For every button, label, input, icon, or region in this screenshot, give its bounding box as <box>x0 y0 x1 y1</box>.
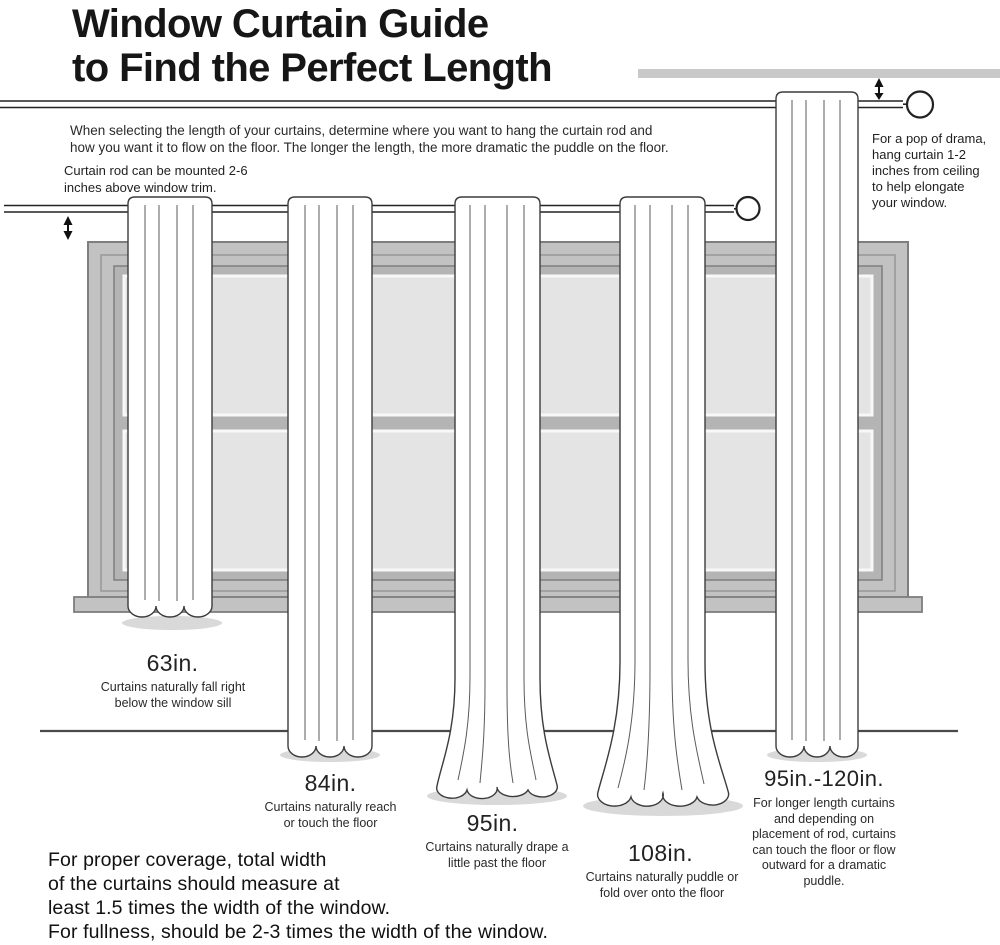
intro-text: When selecting the length of your curtai… <box>70 123 669 155</box>
caption-95in: Curtains naturally drape a little past t… <box>425 840 569 870</box>
rod-finial-icon <box>905 90 935 119</box>
caption-84in: Curtains naturally reach or touch the fl… <box>264 800 397 830</box>
curtain-63in <box>127 196 213 618</box>
rod-finial-icon <box>735 195 761 222</box>
length-label-95in: 95in. <box>466 810 519 836</box>
caption-63in: Curtains naturally fall right below the … <box>100 680 246 710</box>
length-label-95-120in: 95in.-120in. <box>764 766 884 791</box>
length-label-108in: 108in. <box>627 840 694 866</box>
footer-line2: of the curtains should measure at <box>48 873 340 895</box>
rod-mounting-note: Curtain rod can be mounted 2-6 inches ab… <box>64 163 248 195</box>
ceiling-gap-arrow-icon <box>874 78 884 100</box>
page-title-line2: to Find the Perfect Length <box>72 46 553 90</box>
ceiling-bar <box>638 69 1000 78</box>
curtain-95-120in <box>775 91 859 758</box>
curtain-95in <box>436 196 558 800</box>
page-title-line1: Window Curtain Guide <box>72 2 489 46</box>
rod-gap-arrow-icon <box>63 216 73 240</box>
length-label-84in: 84in. <box>304 770 357 796</box>
curtain-108in <box>596 196 730 807</box>
length-label-63in: 63in. <box>146 650 199 676</box>
caption-108in: Curtains naturally puddle or fold over o… <box>585 870 739 900</box>
upper-curtain-rod <box>0 90 935 119</box>
curtain-84in <box>287 196 373 758</box>
caption-95-120in: For longer length curtains and depending… <box>752 796 896 888</box>
ceiling-hanging-note: For a pop of drama, hang curtain 1-2 inc… <box>872 131 987 210</box>
footer-line4: For fullness, should be 2-3 times the wi… <box>48 921 549 943</box>
footer-line1: For proper coverage, total width <box>48 849 327 871</box>
footer-line3: least 1.5 times the width of the window. <box>48 897 391 919</box>
